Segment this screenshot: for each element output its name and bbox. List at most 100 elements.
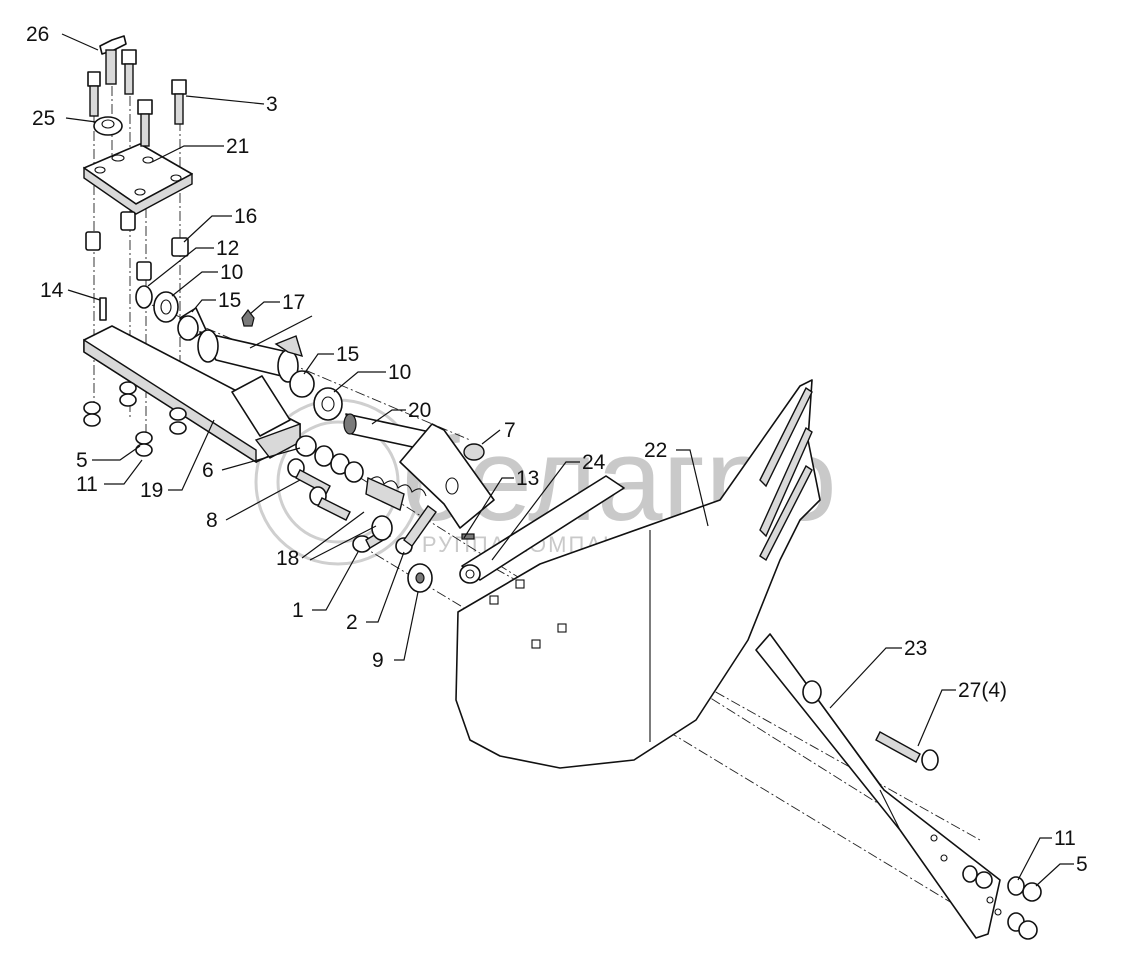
leader-15a [191, 299, 216, 313]
share-blade-slot [759, 386, 813, 488]
pin-sleeve [463, 443, 485, 461]
bolt [171, 79, 187, 125]
washer [169, 407, 187, 421]
callout-24: 24 [582, 451, 606, 474]
long-bolt [395, 505, 437, 555]
blade-hole [515, 579, 525, 589]
callout-22: 22 [644, 439, 667, 462]
shaft-end [343, 413, 357, 435]
hex-nut [93, 116, 123, 136]
leader-11b [1017, 837, 1052, 881]
bolt-shank [124, 63, 134, 95]
leader-11a [104, 459, 143, 485]
tension-arm-hole [445, 477, 459, 495]
washer [135, 431, 153, 445]
bolt-head [87, 71, 101, 87]
countersunk-bolt-head [921, 749, 939, 771]
callout-26: 26 [26, 23, 49, 46]
leader-12 [147, 247, 214, 287]
leader-pivot-tube [249, 315, 313, 349]
leader-22 [676, 449, 709, 527]
leader-5a [92, 445, 141, 461]
wear-strip-bend [879, 789, 901, 831]
mounting-plate-edge [83, 166, 193, 215]
fastener-set-lower [962, 865, 1042, 940]
pivot-tube-end [197, 329, 219, 363]
wear-strip-hole [930, 834, 938, 842]
callout-16: 16 [234, 205, 257, 228]
plate-hole [134, 188, 146, 196]
grease-nipple-body [241, 309, 255, 327]
nut [135, 443, 153, 457]
plate-hole [94, 166, 106, 174]
washer [83, 401, 101, 415]
pin [99, 297, 107, 321]
bushing [85, 231, 101, 251]
pivot-tube-lug [274, 335, 304, 358]
bracket-arm-edge [83, 338, 257, 464]
leader-1 [312, 551, 359, 611]
bolt-head [171, 79, 187, 95]
fastener-set-bracket [83, 381, 187, 457]
callout-15: 15 [218, 289, 241, 312]
bushing [136, 261, 152, 281]
flat-washer [371, 515, 393, 541]
callout-12: 12 [216, 237, 239, 260]
wing-bolt [99, 35, 127, 85]
plate-hole [111, 154, 125, 162]
retaining-ring-body [135, 285, 153, 309]
washer-body [371, 515, 393, 541]
sleeve-bush [289, 370, 315, 398]
washer-hole [160, 299, 172, 315]
share-blade-body [455, 379, 821, 769]
leader-23 [829, 647, 902, 709]
leader-20 [371, 409, 406, 425]
pin-body [99, 297, 107, 321]
bolt [121, 49, 137, 95]
callout-23: 23 [904, 637, 927, 660]
leader-5b [1035, 863, 1074, 887]
leader-8 [225, 479, 301, 521]
share-blade-slot [759, 426, 813, 538]
callout-9: 9 [372, 649, 384, 672]
callout-20: 20 [408, 399, 431, 422]
bushings [85, 211, 189, 281]
washer-hole [415, 572, 425, 584]
pivot-tube [197, 329, 304, 383]
callout-21: 21 [226, 135, 249, 158]
washer [313, 387, 343, 421]
washer-body [313, 387, 343, 421]
tension-arm-plate [399, 423, 495, 529]
callout-25: 25 [32, 107, 55, 130]
spring-coils [369, 476, 427, 497]
callout-11: 11 [76, 473, 98, 496]
leader-6 [221, 447, 301, 471]
wing-bolt-shank [105, 49, 117, 85]
bolt-shank [174, 93, 184, 125]
grease-nipple [241, 309, 255, 327]
callout-8: 8 [206, 509, 218, 532]
leader-13 [463, 477, 514, 539]
leader-10b [333, 371, 386, 393]
leader-16 [183, 215, 232, 243]
wear-strip-edge [769, 633, 883, 789]
hex-nut-body [93, 116, 123, 136]
sleeve-bush-body [289, 370, 315, 398]
nut [119, 393, 137, 407]
washer [314, 445, 334, 467]
callout-5: 5 [76, 449, 88, 472]
leader-24 [491, 461, 580, 561]
share-blade-slot [759, 464, 813, 562]
bolt [87, 71, 101, 117]
blade-hole [557, 623, 567, 633]
leader-14 [67, 289, 101, 301]
callout-18: 18 [276, 547, 299, 570]
leader-17 [249, 301, 280, 315]
link-bar [459, 475, 625, 584]
callout-14: 14 [40, 279, 64, 302]
countersunk-bolt-shank [875, 731, 921, 763]
blade-hole [489, 595, 499, 605]
blade-hole [531, 639, 541, 649]
